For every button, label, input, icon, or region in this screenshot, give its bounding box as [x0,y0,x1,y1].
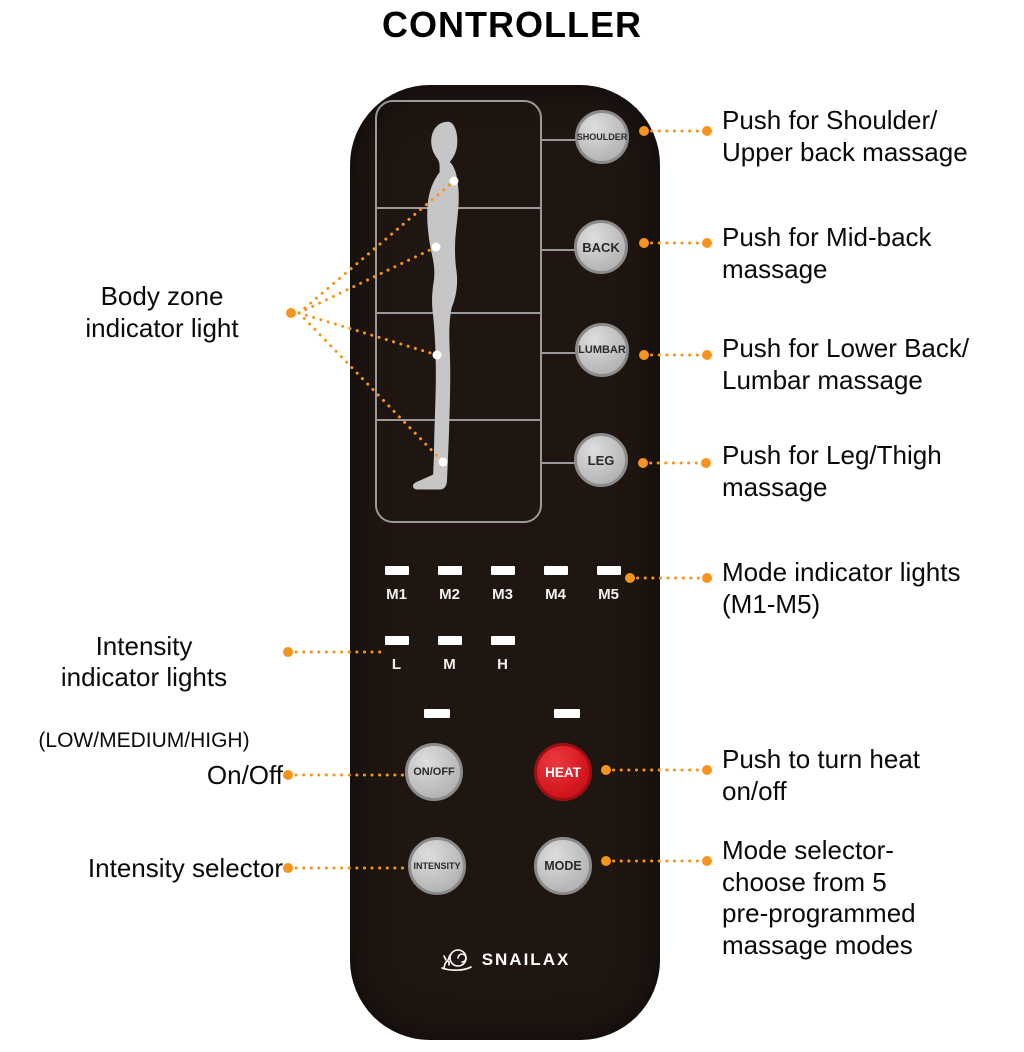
intensity-light-label: H [497,656,508,673]
shoulder-button[interactable]: SHOULDER [575,110,629,164]
intensity-light-lamp [490,636,515,645]
mode-light-lamp [384,566,409,575]
mode-button[interactable]: MODE [534,837,592,895]
mode-light-m3: M3 [476,566,529,603]
mode-button-label: MODE [544,859,582,873]
mode-light-lamp [596,566,621,575]
label-push-lumbar: Push for Lower Back/ Lumbar massage [722,333,970,395]
power-button[interactable]: ON/OFF [405,743,463,801]
mode-light-lamp [437,566,462,575]
intensity-button-label: INTENSITY [413,861,461,871]
heat-button[interactable]: HEAT [534,743,592,801]
brand-logo: SNAILAX [350,947,660,973]
intensity-light-medium: M [423,636,476,673]
label-body-zone-indicator: Body zone indicator light [85,281,239,343]
panel-divider [377,312,540,314]
mode-light-m1: M1 [370,566,423,603]
label-intensity-lights-subtext: (LOW/MEDIUM/HIGH) [38,728,250,752]
label-push-shoulder: Push for Shoulder/ Upper back massage [722,105,968,167]
intensity-light-low: L [370,636,423,673]
remote-controller: SHOULDER BACK LUMBAR LEG M1 M2 M3 [350,85,660,1040]
intensity-light-lamp [437,636,462,645]
back-button[interactable]: BACK [574,220,628,274]
panel-stub [542,462,578,464]
intensity-button[interactable]: INTENSITY [408,837,466,895]
mode-light-label: M5 [598,586,619,603]
leg-button-label: LEG [587,452,615,468]
brand-name: SNAILAX [481,950,571,969]
snail-icon [440,949,472,971]
label-heat: Push to turn heat on/off [722,744,921,806]
lumbar-button-label: LUMBAR [578,344,626,356]
mode-light-m5: M5 [582,566,635,603]
back-button-label: BACK [582,239,620,255]
mode-light-label: M2 [439,586,460,603]
label-push-leg: Push for Leg/Thigh massage [722,440,942,502]
mode-light-label: M1 [386,586,407,603]
label-mode-selector: Mode selector- choose from 5 pre-program… [722,835,916,961]
panel-stub [542,249,578,251]
body-silhouette [412,121,459,490]
mode-light-lamp [543,566,568,575]
panel-divider [377,207,540,209]
intensity-light-label: M [443,656,456,673]
mode-light-m2: M2 [423,566,476,603]
page-title: CONTROLLER [382,4,642,45]
label-intensity-lights-text: Intensity indicator lights [60,630,228,693]
panel-stub [542,139,578,141]
label-intensity-lights: Intensity indicator lights (LOW/MEDIUM/H… [0,599,288,785]
mode-light-m4: M4 [529,566,582,603]
label-intensity-selector: Intensity selector [87,853,283,883]
intensity-light-label: L [391,656,402,673]
intensity-light-high: H [476,636,529,673]
power-button-label: ON/OFF [413,766,455,778]
panel-divider [377,419,540,421]
heat-button-label: HEAT [545,764,581,780]
mode-light-label: M4 [545,586,566,603]
leg-button[interactable]: LEG [574,433,628,487]
power-status-light [424,709,450,718]
intensity-indicator-lights: L M H [370,636,529,673]
mode-light-label: M3 [492,586,513,603]
panel-stub [542,352,578,354]
label-mode-lights: Mode indicator lights (M1-M5) [722,557,961,619]
mode-light-lamp [490,566,515,575]
label-push-midback: Push for Mid-back massage [722,222,932,284]
shoulder-button-label: SHOULDER [576,132,628,142]
intensity-light-lamp [384,636,409,645]
body-zone-panel [375,100,542,523]
mode-indicator-lights: M1 M2 M3 M4 M5 [370,566,635,603]
lumbar-button[interactable]: LUMBAR [575,323,629,377]
label-on-off: On/Off [206,760,283,790]
heat-status-light [554,709,580,718]
